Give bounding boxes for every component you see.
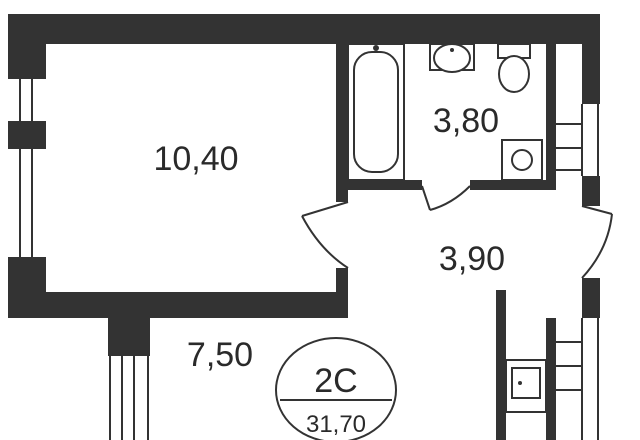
sink-icon: [429, 43, 475, 73]
wall-kitchen-right: [496, 290, 506, 440]
wall-living-right-lower: [336, 268, 348, 318]
door-bathroom: [421, 185, 471, 211]
window-right-lower: [556, 318, 599, 440]
wall-niche: [546, 318, 556, 440]
wall-living-right: [336, 44, 348, 202]
wall-top: [8, 14, 600, 44]
window-left-lower: [8, 147, 46, 259]
wall-bath-bottom-right: [470, 180, 556, 190]
toilet-icon: [497, 43, 531, 93]
wall-bath-right: [546, 44, 556, 190]
wall-kitchen-left-top: [108, 300, 150, 356]
wall-living-bottom: [8, 292, 348, 318]
wall-right-mid: [582, 176, 600, 206]
door-living-room: [301, 201, 349, 269]
window-right-upper: [556, 104, 599, 176]
wall-right-upper: [582, 14, 600, 104]
wall-left-upper: [8, 14, 46, 78]
wall-right-lower: [582, 278, 600, 318]
wall-bath-bottom-left: [336, 180, 422, 190]
kitchen-area: 7,50: [187, 336, 253, 374]
window-left-upper: [8, 77, 46, 123]
washing-machine-icon: [501, 139, 543, 181]
door-entrance: [581, 205, 613, 279]
apartment-total-area: 31,70: [306, 411, 366, 438]
wall-left-middle: [8, 122, 46, 148]
bathroom-area: 3,80: [433, 102, 499, 140]
apartment-type: 2С: [314, 362, 357, 400]
living-room-area: 10,40: [153, 140, 238, 178]
window-kitchen-bottom: [109, 356, 149, 440]
kitchen-sink-icon: [505, 359, 547, 413]
apartment-badge: 2С 31,70: [275, 337, 397, 440]
bathtub-icon: [347, 43, 405, 181]
hallway-area: 3,90: [439, 240, 505, 278]
